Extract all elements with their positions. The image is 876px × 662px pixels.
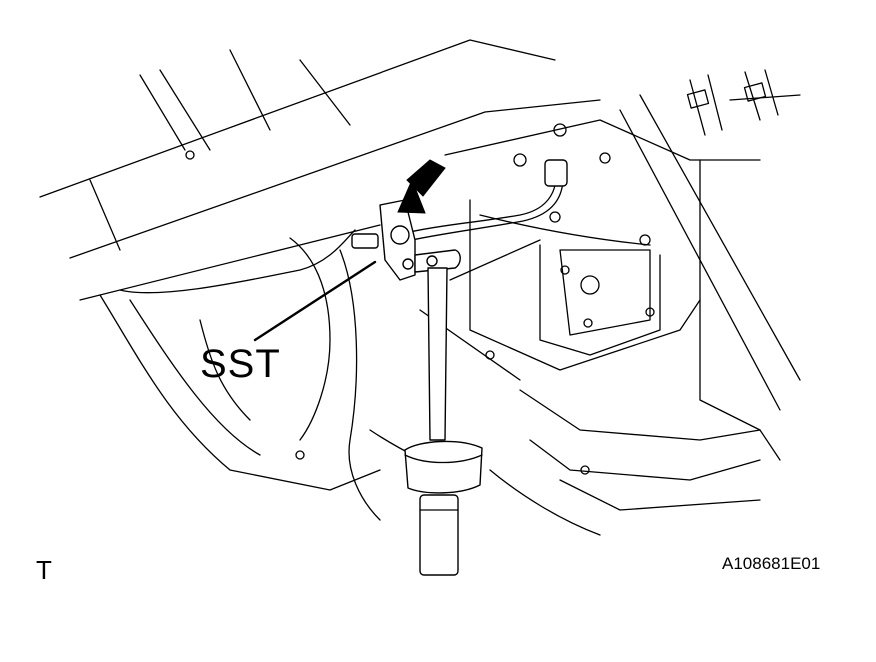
case-bolt-icon [485,350,495,360]
harness-connector [544,159,568,187]
case-bolt-icon [560,265,570,275]
figure-code: A108681E01 [722,554,821,573]
case-bolt-icon [553,123,567,137]
sst-tool [404,249,483,576]
panel-bolt-icon [185,150,195,160]
sensor-bolt-icon [390,225,410,245]
view-mark: T [36,555,52,585]
cooler-lines [686,69,779,136]
case-bolt-icon [645,307,655,317]
case-bolt-icon [599,152,611,164]
case-bolt-icon [639,234,651,246]
oil-pan [99,229,471,521]
drain-bolt-icon [295,450,305,460]
sensor-harness [409,159,568,241]
case-bolt-icon [583,318,593,328]
sst-label: SST [200,342,281,386]
transmission-case [419,94,801,536]
case-bolt-icon [580,465,590,475]
sst-leader-line [253,260,377,342]
case-bolt-icon [513,153,527,167]
body-panel-lines [39,39,601,301]
pointer-arrow-icon [397,159,446,214]
fill-plug-icon [580,275,600,295]
sst-handle [419,494,459,576]
sensor-mount [351,199,416,281]
case-bolt-icon [549,211,561,223]
